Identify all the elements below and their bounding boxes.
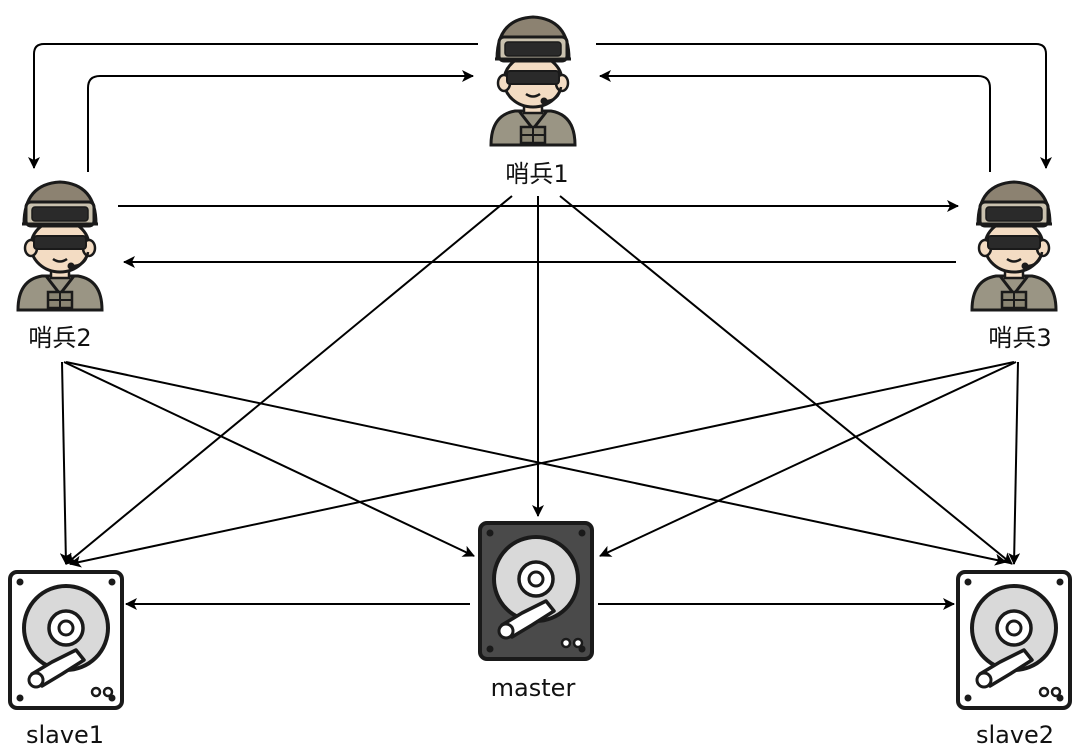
edge-sentinel1-to-slave1 bbox=[65, 195, 513, 565]
node-label-master: master bbox=[491, 674, 576, 702]
edge-sentinel3-to-slave2 bbox=[1008, 361, 1021, 565]
node-sentinel3: 哨兵3 bbox=[970, 180, 1058, 352]
edge-sentinel1-to-sentinel2 bbox=[28, 43, 478, 169]
soldier-icon bbox=[16, 180, 104, 312]
edge-sentinel3-to-sentinel1 bbox=[599, 70, 991, 172]
node-sentinel1: 哨兵1 bbox=[489, 15, 577, 188]
hard-drive-icon bbox=[8, 570, 124, 710]
node-label-sentinel3: 哨兵3 bbox=[988, 324, 1051, 352]
edge-sentinel2-to-sentinel1 bbox=[87, 70, 474, 172]
edge-sentinel3-to-master bbox=[599, 361, 1017, 557]
node-label-slave2: slave2 bbox=[976, 721, 1054, 749]
edge-sentinel1-to-sentinel3 bbox=[596, 43, 1052, 169]
node-sentinel2: 哨兵2 bbox=[16, 180, 104, 352]
hard-drive-icon bbox=[956, 570, 1072, 710]
edge-sentinel2-to-master bbox=[63, 361, 475, 557]
edge-sentinel2-to-slave2 bbox=[65, 361, 1007, 566]
edge-sentinel3-to-slave1 bbox=[69, 361, 1015, 568]
hard-drive-icon bbox=[478, 521, 594, 661]
node-label-sentinel1: 哨兵1 bbox=[505, 160, 568, 188]
soldier-icon bbox=[489, 15, 577, 147]
node-label-sentinel2: 哨兵2 bbox=[28, 324, 91, 352]
connection-lines bbox=[28, 43, 1052, 610]
node-slave1: slave1 bbox=[8, 570, 124, 749]
soldier-icon bbox=[970, 180, 1058, 312]
node-label-slave1: slave1 bbox=[26, 721, 104, 749]
node-master: master bbox=[478, 521, 594, 702]
edge-sentinel1-to-slave2 bbox=[559, 195, 1013, 565]
edge-sentinel2-to-slave1 bbox=[59, 361, 72, 565]
node-slave2: slave2 bbox=[956, 570, 1072, 749]
